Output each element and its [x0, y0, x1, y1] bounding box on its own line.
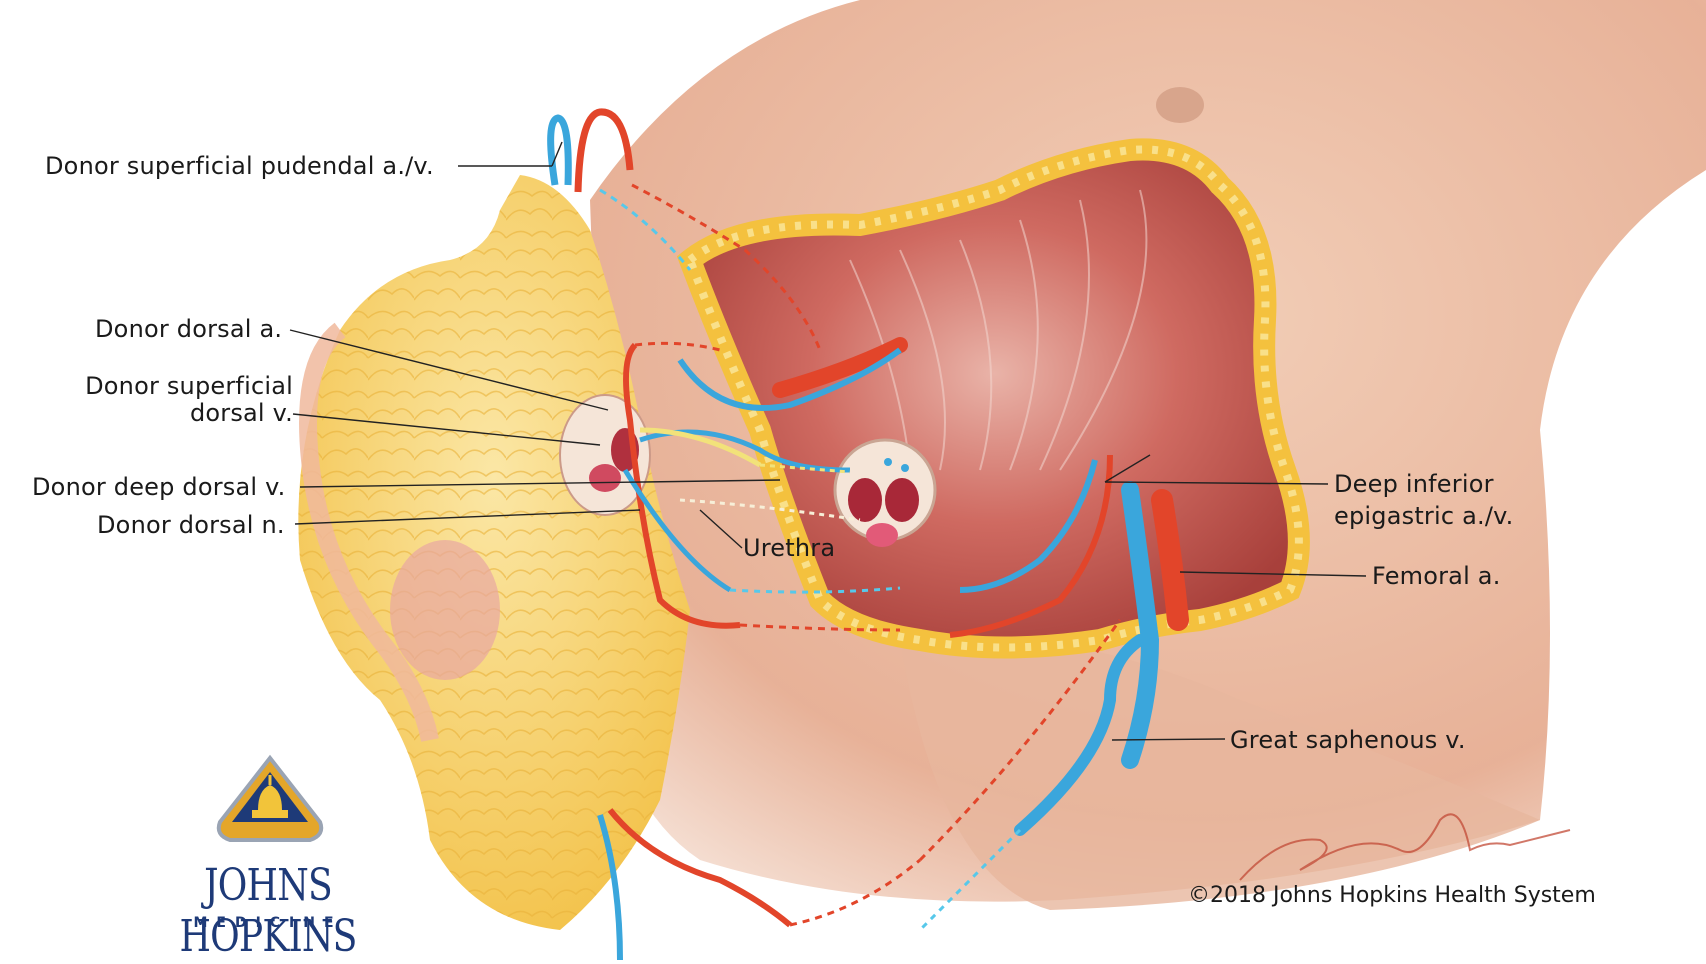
- logo-subtitle: MEDICINE: [193, 915, 343, 931]
- corpus-b: [885, 478, 919, 522]
- label-deep-dorsal-vein: Donor deep dorsal v.: [32, 473, 286, 501]
- pudendal-artery-dashed: [631, 183, 822, 351]
- label-superficial-dorsal-vein-1: Donor superficial: [85, 372, 293, 400]
- label-urethra: Urethra: [743, 534, 836, 562]
- lower-flap-vein: [597, 814, 623, 961]
- donor-dorsal-nerve: [639, 427, 762, 468]
- dorsal-vein-dot: [901, 464, 909, 472]
- deep-vein-dashed: [729, 586, 901, 594]
- label-superficial-pudendal: Donor superficial pudendal a./v.: [45, 152, 434, 180]
- femoral-vein: [1121, 481, 1160, 769]
- dorsal-artery-dashed: [739, 623, 901, 632]
- donor-dorsal-artery: [623, 342, 741, 629]
- great-saphenous-vein: [1014, 634, 1146, 836]
- label-dorsal-nerve: Donor dorsal n.: [97, 511, 285, 539]
- logo-wordmark: JOHNS HOPKINS: [179, 860, 357, 962]
- lower-artery-dashed: [789, 858, 921, 927]
- epigastric-vein: [959, 459, 1098, 593]
- corpus-a: [848, 478, 882, 522]
- urethra-section: [866, 523, 898, 547]
- fat-texture: [685, 145, 1303, 652]
- label-great-saphenous-vein: Great saphenous v.: [1230, 726, 1466, 754]
- label-dorsal-artery: Donor dorsal a.: [95, 315, 283, 343]
- label-superficial-dorsal-vein-2: dorsal v.: [189, 399, 293, 427]
- dorsal-artery-dashed-top: [634, 341, 721, 352]
- pudendal-artery: [574, 108, 634, 193]
- leader-lines: [289, 141, 1367, 741]
- label-deep-inferior-epigastric-2: epigastric a./v.: [1334, 502, 1514, 530]
- copyright-notice: ©2018 Johns Hopkins Health System: [1188, 883, 1596, 908]
- femoral-artery-dashed: [918, 619, 1122, 862]
- glans: [390, 540, 500, 680]
- surgical-cavity: [690, 149, 1299, 648]
- flap-vessel-upper-artery: [772, 337, 908, 398]
- pudendal-vein: [547, 114, 572, 186]
- pudendal-vein-dashed: [599, 188, 692, 271]
- donor-deep-dorsal-vein: [622, 468, 732, 593]
- flap-vessel-upper-vein: [677, 347, 902, 411]
- label-femoral-artery: Femoral a.: [1372, 562, 1501, 590]
- artist-signature: [1239, 813, 1571, 881]
- thigh-skin: [900, 636, 1540, 910]
- umbilicus: [1156, 87, 1204, 123]
- spongiosum: [589, 464, 621, 492]
- label-deep-inferior-epigastric-1: Deep inferior: [1334, 470, 1494, 498]
- lower-flap-vessels: [607, 808, 792, 928]
- epigastric-artery: [949, 454, 1113, 638]
- flap-skin-edge: [299, 322, 439, 742]
- deep-vein-dot: [884, 458, 892, 466]
- flap-lobules: [298, 175, 690, 930]
- femoral-artery: [1151, 489, 1189, 631]
- johns-hopkins-logo-icon: [216, 754, 324, 842]
